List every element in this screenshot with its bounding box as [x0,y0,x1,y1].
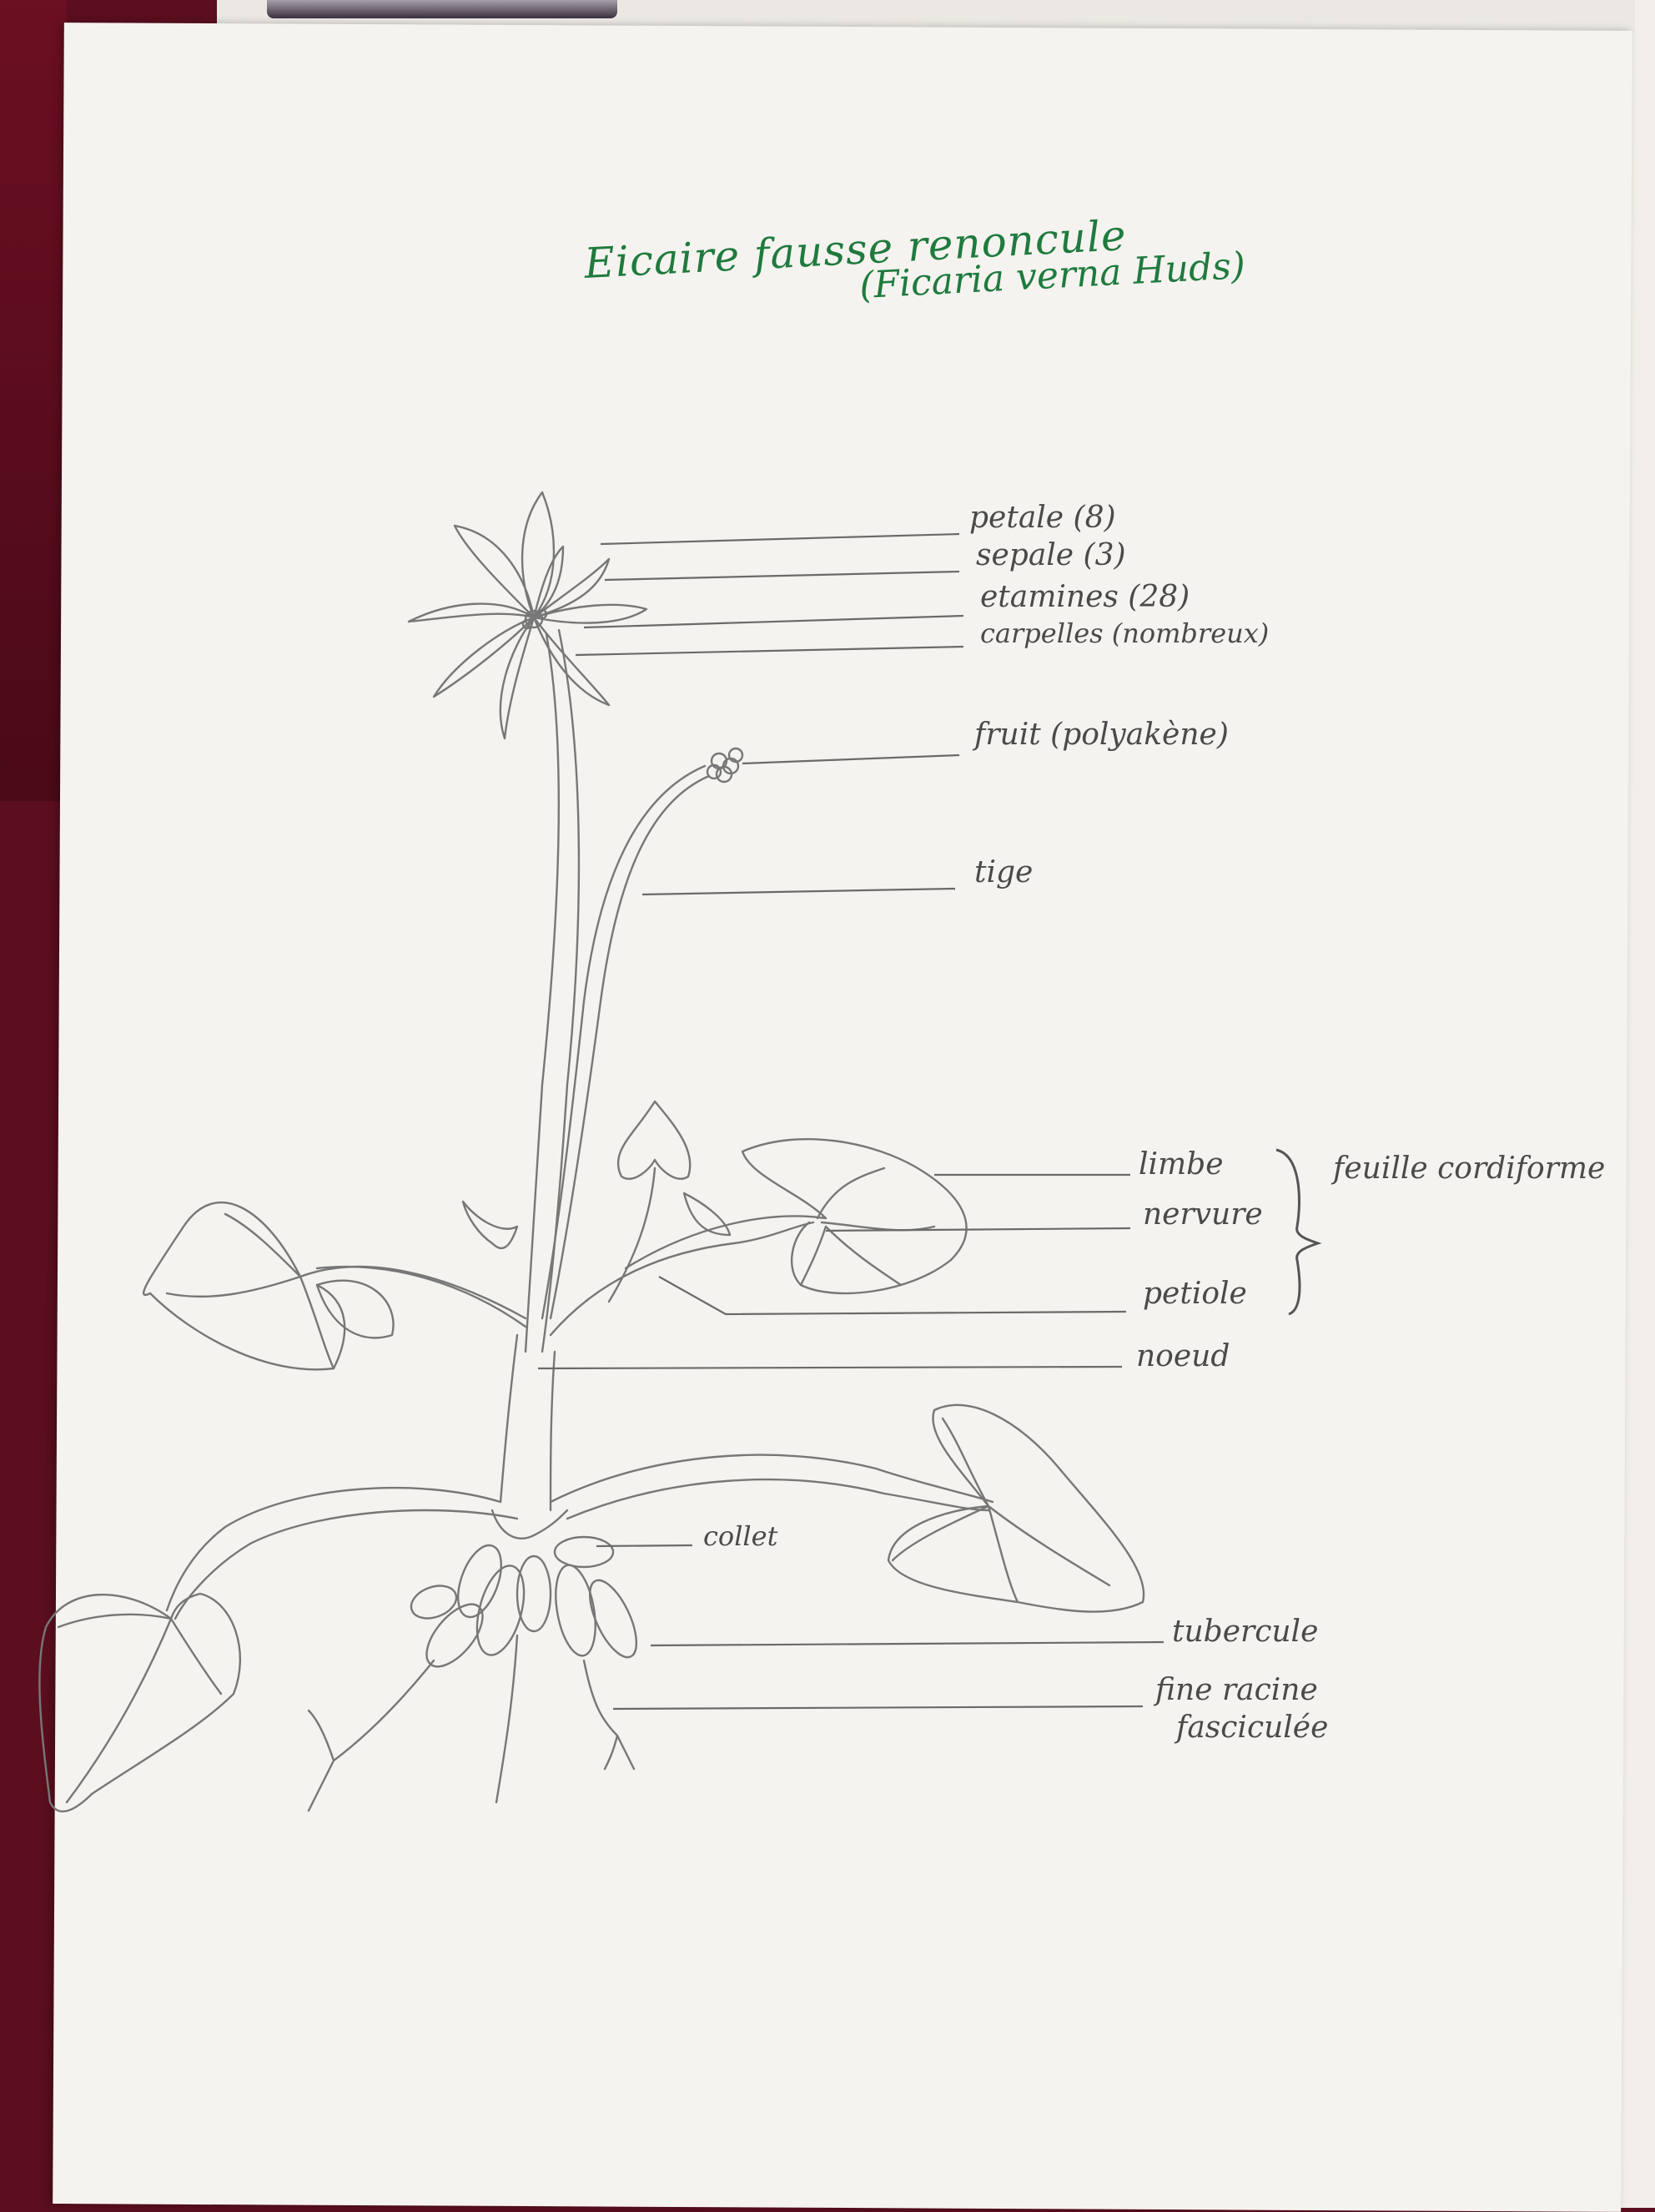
small-leaf-top-stalk [607,1166,656,1303]
collet [490,1509,569,1539]
label-noeud: noeud [1136,1339,1230,1373]
small-leaf-mid [461,1200,519,1250]
flower-stem-inner [524,632,561,1353]
label-feuille: feuille cordiforme [1333,1151,1606,1186]
label-petale: petale (8) [969,501,1116,535]
label-fruit: fruit (polyakène) [974,718,1229,752]
label-nervure: nervure [1143,1197,1263,1232]
label-tige: tige [974,855,1034,889]
tubercule-cluster [410,1535,638,1668]
fruit-stem-inner [541,764,707,1320]
label-sepale: sepale (3) [976,538,1126,572]
lower-right-leaf [549,1403,1145,1613]
fruit-icon [706,747,744,784]
upper-right-leaf [624,1138,968,1295]
label-tubercule: tubercule [1172,1615,1319,1649]
lower-left-leaf [38,1486,519,1812]
fruit-stem [549,774,711,1320]
flower-stem [541,628,581,1353]
roots [307,1634,636,1812]
label-collet: collet [703,1520,778,1552]
flower-icon [407,491,648,740]
lower-stem-right [549,1350,556,1512]
label-racine-line2: fasciculée [1176,1711,1329,1745]
book-stack-edge [267,0,617,18]
feuille-bracket [1275,1148,1322,1316]
label-limbe: limbe [1139,1147,1224,1182]
leader-lines [537,532,1165,1711]
upper-right-petiole [549,1221,815,1337]
label-racine-line1: fine racine [1155,1673,1318,1707]
lower-stem-left [499,1333,519,1504]
upper-left-leaf [142,1202,527,1371]
small-leaf-top [616,1100,692,1180]
small-leaf-right [682,1192,732,1237]
upper-left-petiole [315,1265,527,1328]
label-carpelles: carpelles (nombreux) [980,617,1270,649]
label-petiole: petiole [1143,1277,1247,1311]
label-etamines: etamines (28) [980,580,1190,614]
table-background [0,0,67,801]
